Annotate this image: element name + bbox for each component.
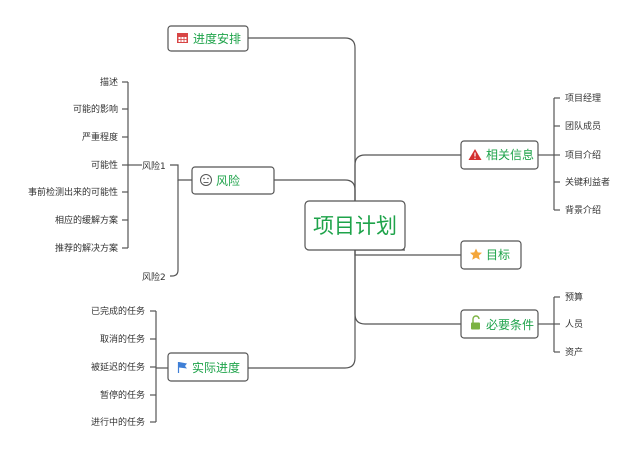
risk-details: 描述 可能的影响 严重程度 可能性 事前检测出来的可能性 相应的缓解方案 推荐的… — [28, 76, 118, 254]
requirement-item[interactable]: 人员 — [565, 319, 583, 330]
info-item[interactable]: 项目介绍 — [565, 149, 601, 161]
topic-schedule[interactable]: 进度安排 — [167, 25, 249, 52]
risk-detail-item[interactable]: 可能性 — [91, 159, 118, 171]
progress-item[interactable]: 被延迟的任务 — [91, 361, 145, 373]
risk-detail-item[interactable]: 严重程度 — [82, 131, 118, 143]
topic-risk[interactable]: 风险 — [191, 166, 275, 195]
info-items: 项目经理 团队成员 项目介绍 关键利益者 背景介绍 — [565, 92, 610, 216]
central-topic[interactable]: 项目计划 — [304, 200, 406, 251]
progress-items: 已完成的任务 取消的任务 被延迟的任务 暂停的任务 进行中的任务 — [91, 305, 145, 428]
risk-detail-item[interactable]: 描述 — [100, 76, 118, 88]
topic-risk-label: 风险 — [216, 173, 240, 188]
info-item[interactable]: 项目经理 — [565, 92, 601, 104]
risk-detail-item[interactable]: 可能的影响 — [73, 103, 118, 115]
topic-schedule-label: 进度安排 — [193, 31, 241, 46]
risk-detail-item[interactable]: 推荐的解决方案 — [55, 242, 118, 254]
risk-detail-item[interactable]: 相应的缓解方案 — [55, 214, 118, 226]
connectors — [122, 37, 560, 423]
topic-goal-label: 目标 — [486, 248, 510, 262]
topic-progress[interactable]: 实际进度 — [167, 352, 249, 382]
topic-requirements[interactable]: 必要条件 — [460, 309, 539, 339]
topic-goal[interactable]: 目标 — [460, 240, 522, 270]
info-item[interactable]: 关键利益者 — [565, 176, 610, 188]
requirement-item[interactable]: 预算 — [565, 291, 583, 303]
progress-item[interactable]: 已完成的任务 — [91, 305, 145, 317]
warning-icon — [468, 149, 482, 160]
requirements-items: 预算 人员 资产 — [565, 291, 583, 358]
requirement-item[interactable]: 资产 — [565, 346, 583, 358]
risk-detail-item[interactable]: 事前检测出来的可能性 — [28, 186, 118, 198]
topic-info[interactable]: 相关信息 — [460, 140, 539, 170]
progress-item[interactable]: 暂停的任务 — [100, 389, 145, 401]
risk-2-label[interactable]: 风险2 — [142, 271, 166, 283]
topic-info-label: 相关信息 — [486, 147, 534, 162]
info-item[interactable]: 团队成员 — [565, 120, 601, 132]
topic-requirements-label: 必要条件 — [486, 318, 534, 332]
smiley-icon — [200, 174, 212, 186]
calendar-icon — [177, 33, 188, 43]
unlock-icon — [471, 315, 480, 330]
info-item[interactable]: 背景介绍 — [565, 204, 601, 216]
progress-item[interactable]: 取消的任务 — [100, 333, 145, 345]
central-topic-label: 项目计划 — [313, 214, 397, 238]
star-icon — [470, 248, 482, 260]
risk-1-label[interactable]: 风险1 — [142, 160, 166, 172]
flag-icon — [177, 362, 187, 373]
progress-item[interactable]: 进行中的任务 — [91, 416, 145, 428]
topic-progress-label: 实际进度 — [192, 360, 240, 375]
